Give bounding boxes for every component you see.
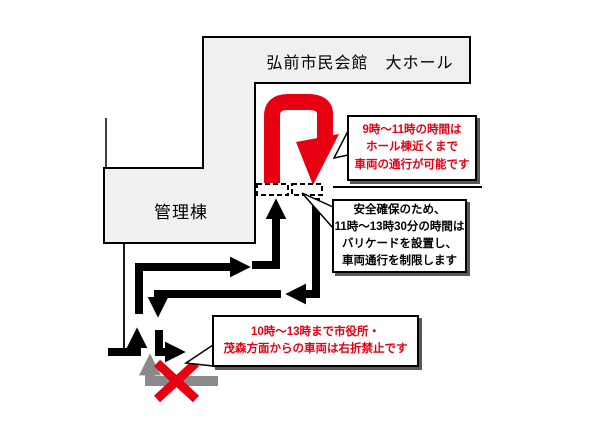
callout-line: 車両通行を制限します — [342, 255, 457, 268]
callout-line: 10時～13時まで市役所・ — [250, 325, 381, 338]
callout-barricade-box: 安全確保のため、 11時～13時30分の時間は バリケードを設置し、 車両通行を… — [332, 199, 467, 273]
entry-arrow-from-west — [108, 327, 148, 356]
callout-line: 車両の通行が可能です — [354, 158, 470, 171]
exit-arrow-to-east-road — [155, 330, 186, 363]
callout-no-right-turn-box: 10時～13時まで市役所・ 茂森方面からの車両は右折禁止です — [212, 315, 419, 367]
exit-arrow-from-barricade — [285, 198, 320, 305]
callout-line: 茂森方面からの車両は右折禁止です — [223, 343, 408, 355]
callout-no-right-turn-tail — [183, 343, 214, 367]
callout-line: 安全確保のため、 — [353, 203, 446, 216]
callout-line: 9時～11時の時間は — [362, 124, 462, 137]
admin-building-label: 管理棟 — [154, 203, 208, 222]
red-uturn-arrow-icon — [264, 94, 339, 185]
callout-line: ホール棟近くまで — [366, 141, 458, 154]
callout-line: バリケードを設置し、 — [342, 238, 457, 250]
dashed-barricade-icon — [256, 183, 323, 196]
entry-arrow-to-barricade — [252, 198, 287, 269]
gray-right-turn-arrow-icon — [138, 353, 218, 386]
entry-arrow-up-driveway — [135, 256, 251, 314]
hall-building-label: 弘前市民会館 大ホール — [266, 55, 454, 72]
callout-line: 11時～13時30分の時間は — [334, 220, 465, 233]
red-x-icon — [153, 359, 200, 403]
callout-hours-box: 9時～11時の時間は ホール棟近くまで 車両の通行が可能です — [347, 115, 477, 181]
building-outline-shape — [103, 36, 471, 244]
exit-arrow-westbound — [147, 290, 281, 318]
